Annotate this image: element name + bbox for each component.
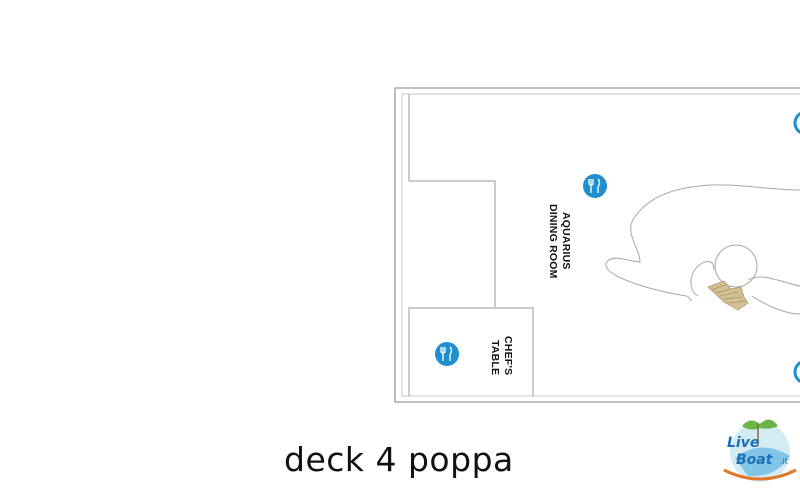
room-label-line: DINING ROOM: [547, 204, 559, 279]
logo-text-bottom: Boat: [736, 452, 774, 468]
staircase: [707, 280, 749, 311]
room-label-line: AQUARIUS: [560, 212, 572, 270]
liveboat-logo: Live Boat .it: [723, 419, 797, 482]
fork-knife-icon: [583, 174, 607, 198]
fork-knife-icon: [435, 342, 459, 366]
chefs-table-label: CHEF'S TABLE: [489, 336, 514, 375]
dining-feature: [605, 184, 800, 315]
aquarius-dining-room-label: AQUARIUS DINING ROOM: [547, 204, 572, 279]
interior-walls: [408, 94, 534, 396]
service-icon: [793, 112, 800, 383]
room-label-line: TABLE: [489, 340, 501, 375]
deck-caption: deck 4 poppa: [284, 440, 514, 479]
room-label-line: CHEF'S: [502, 336, 514, 375]
logo-text-suffix: .it: [780, 457, 788, 466]
logo-text-top: Live: [727, 435, 759, 451]
hull-outline: [394, 87, 800, 403]
